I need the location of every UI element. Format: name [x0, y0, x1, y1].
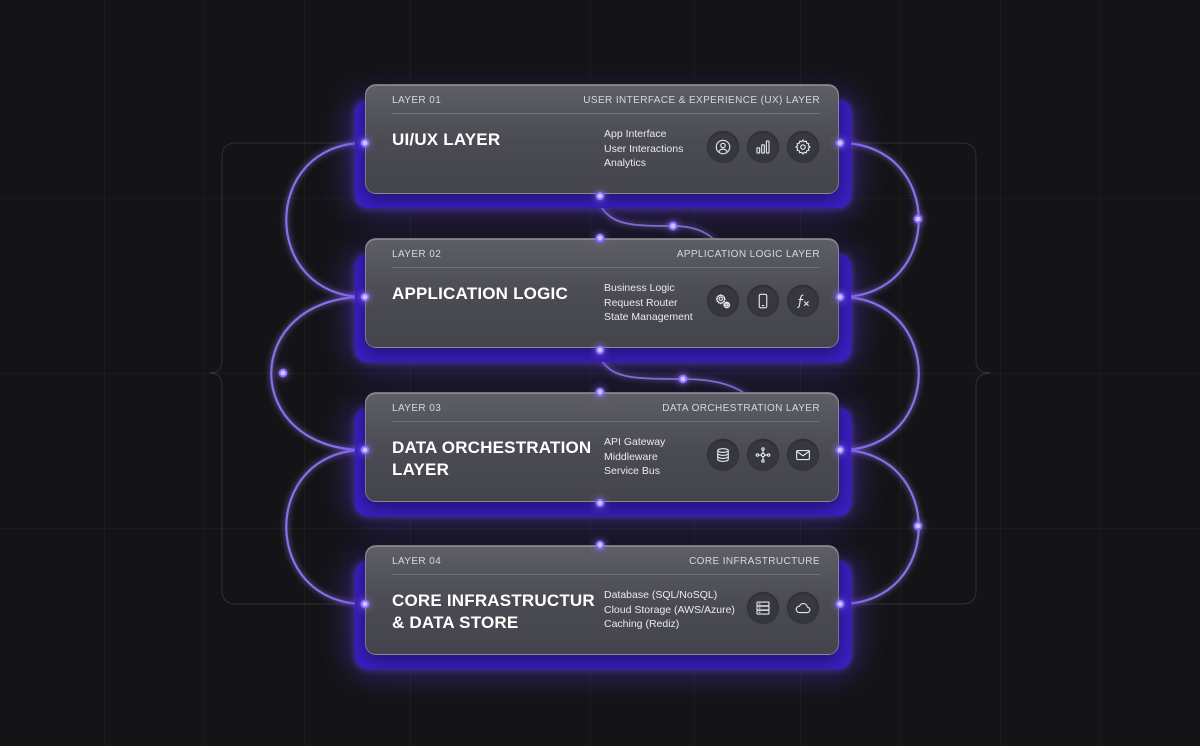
layer-title: DATA ORCHESTRATION LAYER	[392, 438, 592, 479]
layer-item: App Interface	[604, 128, 667, 140]
layer-card[interactable]: LAYER 01 USER INTERFACE & EXPERIENCE (UX…	[365, 84, 839, 194]
layer-number: LAYER 04	[392, 556, 442, 567]
mobile-icon[interactable]	[746, 284, 780, 318]
connection-wire	[285, 141, 366, 299]
cloud-icon[interactable]	[786, 591, 820, 625]
function-icon[interactable]	[786, 284, 820, 318]
layer-icons	[706, 284, 820, 318]
layer-item: Service Bus	[604, 465, 661, 477]
connection-wire	[839, 448, 920, 606]
connection-node	[360, 138, 370, 148]
layer-item: Business Logic	[604, 282, 675, 294]
connection-node	[278, 368, 288, 378]
user-icon[interactable]	[706, 130, 740, 164]
gear-icon[interactable]	[786, 130, 820, 164]
database-icon[interactable]	[706, 438, 740, 472]
layer-1: LAYER 01 USER INTERFACE & EXPERIENCE (UX…	[355, 84, 851, 208]
connection-wire	[270, 295, 366, 452]
layer-2: LAYER 02 APPLICATION LOGIC LAYER APPLICA…	[355, 238, 851, 362]
layer-4: LAYER 04 CORE INFRASTRUCTURE CORE INFRAS…	[355, 545, 851, 669]
layer-card[interactable]: LAYER 04 CORE INFRASTRUCTURE CORE INFRAS…	[365, 545, 839, 655]
layer-title: APPLICATION LOGIC	[392, 284, 568, 303]
layer-item: Cloud Storage (AWS/Azure)	[604, 603, 735, 616]
divider	[392, 267, 820, 268]
connection-node	[595, 191, 605, 201]
layer-items: Database (SQL/NoSQL) Cloud Storage (AWS/…	[604, 588, 754, 632]
layer-item: State Management	[604, 311, 693, 323]
gears-icon[interactable]	[706, 284, 740, 318]
layer-title: UI/UX LAYER	[392, 130, 501, 149]
connection-node	[360, 445, 370, 455]
connection-wire	[285, 448, 366, 606]
layer-caption: DATA ORCHESTRATION LAYER	[662, 403, 820, 414]
network-hub-icon[interactable]	[746, 438, 780, 472]
connection-node	[668, 221, 678, 231]
connection-node	[595, 540, 605, 550]
connection-node	[913, 521, 923, 531]
layer-number: LAYER 02	[392, 249, 442, 260]
layer-item: Analytics	[604, 157, 647, 169]
layer-caption: APPLICATION LOGIC LAYER	[676, 249, 820, 260]
layer-items: App Interface User Interactions Analytic…	[604, 127, 754, 171]
layer-caption: USER INTERFACE & EXPERIENCE (UX) LAYER	[583, 95, 820, 106]
layer-title: CORE INFRASTRUCTUR & DATA STORE	[392, 591, 595, 632]
layer-card[interactable]: LAYER 02 APPLICATION LOGIC LAYER APPLICA…	[365, 238, 839, 348]
divider	[392, 113, 820, 114]
connection-node	[913, 214, 923, 224]
layer-caption: CORE INFRASTRUCTURE	[689, 556, 820, 567]
bar-chart-icon[interactable]	[746, 130, 780, 164]
layer-icons	[706, 438, 820, 472]
connection-node	[360, 292, 370, 302]
frame-line	[209, 142, 365, 374]
connection-node	[835, 445, 845, 455]
layer-items: API Gateway Middleware Service Bus	[604, 435, 754, 479]
connection-node	[595, 345, 605, 355]
frame-line	[840, 386, 977, 605]
connection-wire	[839, 295, 920, 452]
connection-node	[835, 599, 845, 609]
connection-node	[595, 387, 605, 397]
layer-items: Business Logic Request Router State Mana…	[604, 281, 754, 325]
layer-item: User Interactions	[604, 142, 684, 155]
layer-icons	[746, 591, 820, 625]
connection-node	[360, 599, 370, 609]
frame-line	[209, 372, 223, 387]
layer-item: Middleware	[604, 450, 658, 463]
layer-icons	[706, 130, 820, 164]
divider	[392, 421, 820, 422]
layer-item: Caching (Rediz)	[604, 618, 680, 630]
layer-number: LAYER 01	[392, 95, 442, 106]
connection-node	[678, 374, 688, 384]
frame-line	[975, 372, 991, 387]
connection-node	[835, 138, 845, 148]
connection-node	[595, 233, 605, 243]
layer-item: Request Router	[604, 296, 678, 309]
layer-item: Database (SQL/NoSQL)	[604, 589, 718, 601]
connection-node	[835, 292, 845, 302]
layer-3: LAYER 03 DATA ORCHESTRATION LAYER DATA O…	[355, 392, 851, 516]
layer-number: LAYER 03	[392, 403, 442, 414]
divider	[392, 574, 820, 575]
layer-card[interactable]: LAYER 03 DATA ORCHESTRATION LAYER DATA O…	[365, 392, 839, 502]
frame-line	[221, 386, 365, 605]
layer-item: API Gateway	[604, 436, 666, 448]
server-icon[interactable]	[746, 591, 780, 625]
envelope-icon[interactable]	[786, 438, 820, 472]
frame-line	[840, 142, 991, 374]
connection-wire	[839, 141, 920, 299]
connection-node	[595, 498, 605, 508]
